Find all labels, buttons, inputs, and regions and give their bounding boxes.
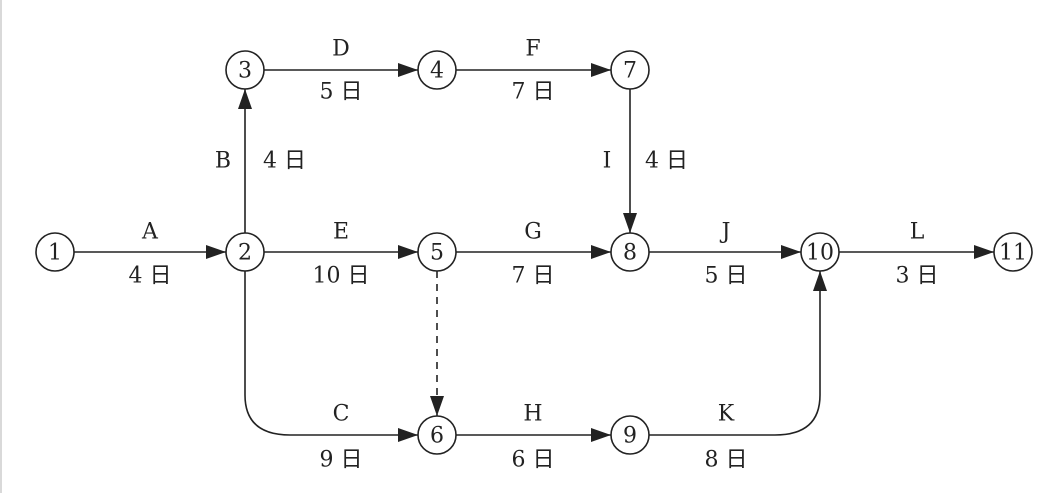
activity-label-g: G: [524, 220, 542, 245]
node-5: 5: [417, 232, 457, 272]
duration-label-j: 5 日: [705, 264, 748, 289]
node-2: 2: [225, 232, 265, 272]
node-1: 1: [35, 232, 75, 272]
node-6: 6: [417, 415, 457, 455]
duration-label-g: 7 日: [512, 264, 555, 289]
duration-label-f: 7 日: [512, 80, 555, 105]
edge-k: [649, 271, 827, 436]
node-circle-3: [225, 50, 265, 90]
node-circle-2: [225, 232, 265, 272]
node-label-8: 8: [623, 241, 637, 266]
activity-label-i: I: [603, 149, 612, 174]
duration-label-k: 8 日: [705, 448, 748, 473]
node-circle-1: [35, 232, 75, 272]
labels-layer: A 4 日 B 4 日 C 9 日 D 5 日 E 10 日 F 7 日 G 7 日 H 6 日 I 4 日 J 5 …: [129, 37, 939, 473]
activity-label-c: C: [333, 402, 350, 427]
node-circle-9: [610, 415, 650, 455]
node-circle-7: [610, 50, 650, 90]
node-circle-11: [993, 232, 1033, 272]
edges-layer: [74, 63, 994, 442]
activity-label-j: J: [720, 220, 731, 245]
duration-label-a: 4 日: [129, 264, 172, 289]
node-9: 9: [610, 415, 650, 455]
node-label-7: 7: [623, 59, 637, 84]
node-circle-4: [417, 50, 457, 90]
node-label-6: 6: [430, 424, 444, 449]
activity-label-b: B: [215, 149, 231, 174]
activity-label-e: E: [333, 220, 349, 245]
node-10: 10: [800, 232, 840, 272]
node-label-9: 9: [623, 424, 637, 449]
node-label-4: 4: [430, 59, 444, 84]
node-label-11: 11: [999, 241, 1027, 266]
edge-c: [244, 271, 418, 442]
node-3: 3: [225, 50, 265, 90]
duration-label-l: 3 日: [896, 264, 939, 289]
nodes-layer: 1 2 3 4 5 6 7 8 9 10 11: [35, 50, 1033, 455]
node-label-1: 1: [48, 241, 62, 266]
node-circle-5: [417, 232, 457, 272]
activity-label-d: D: [332, 37, 350, 62]
duration-label-b: 4 日: [263, 149, 306, 174]
activity-label-l: L: [910, 220, 925, 245]
node-4: 4: [417, 50, 457, 90]
activity-label-k: K: [718, 402, 735, 427]
node-label-3: 3: [238, 59, 252, 84]
node-11: 11: [993, 232, 1033, 272]
node-circle-8: [610, 232, 650, 272]
node-label-5: 5: [430, 241, 444, 266]
activity-label-h: H: [523, 402, 542, 427]
node-circle-6: [417, 415, 457, 455]
node-label-2: 2: [238, 241, 252, 266]
duration-label-d: 5 日: [320, 80, 363, 105]
activity-label-f: F: [525, 37, 540, 62]
node-label-10: 10: [806, 241, 834, 266]
node-8: 8: [610, 232, 650, 272]
left-border: [0, 0, 2, 493]
activity-label-a: A: [141, 220, 159, 245]
duration-label-h: 6 日: [512, 448, 555, 473]
node-7: 7: [610, 50, 650, 90]
duration-label-c: 9 日: [320, 448, 363, 473]
duration-label-e: 10 日: [313, 264, 370, 289]
node-circle-10: [800, 232, 840, 272]
duration-label-i: 4 日: [645, 149, 688, 174]
